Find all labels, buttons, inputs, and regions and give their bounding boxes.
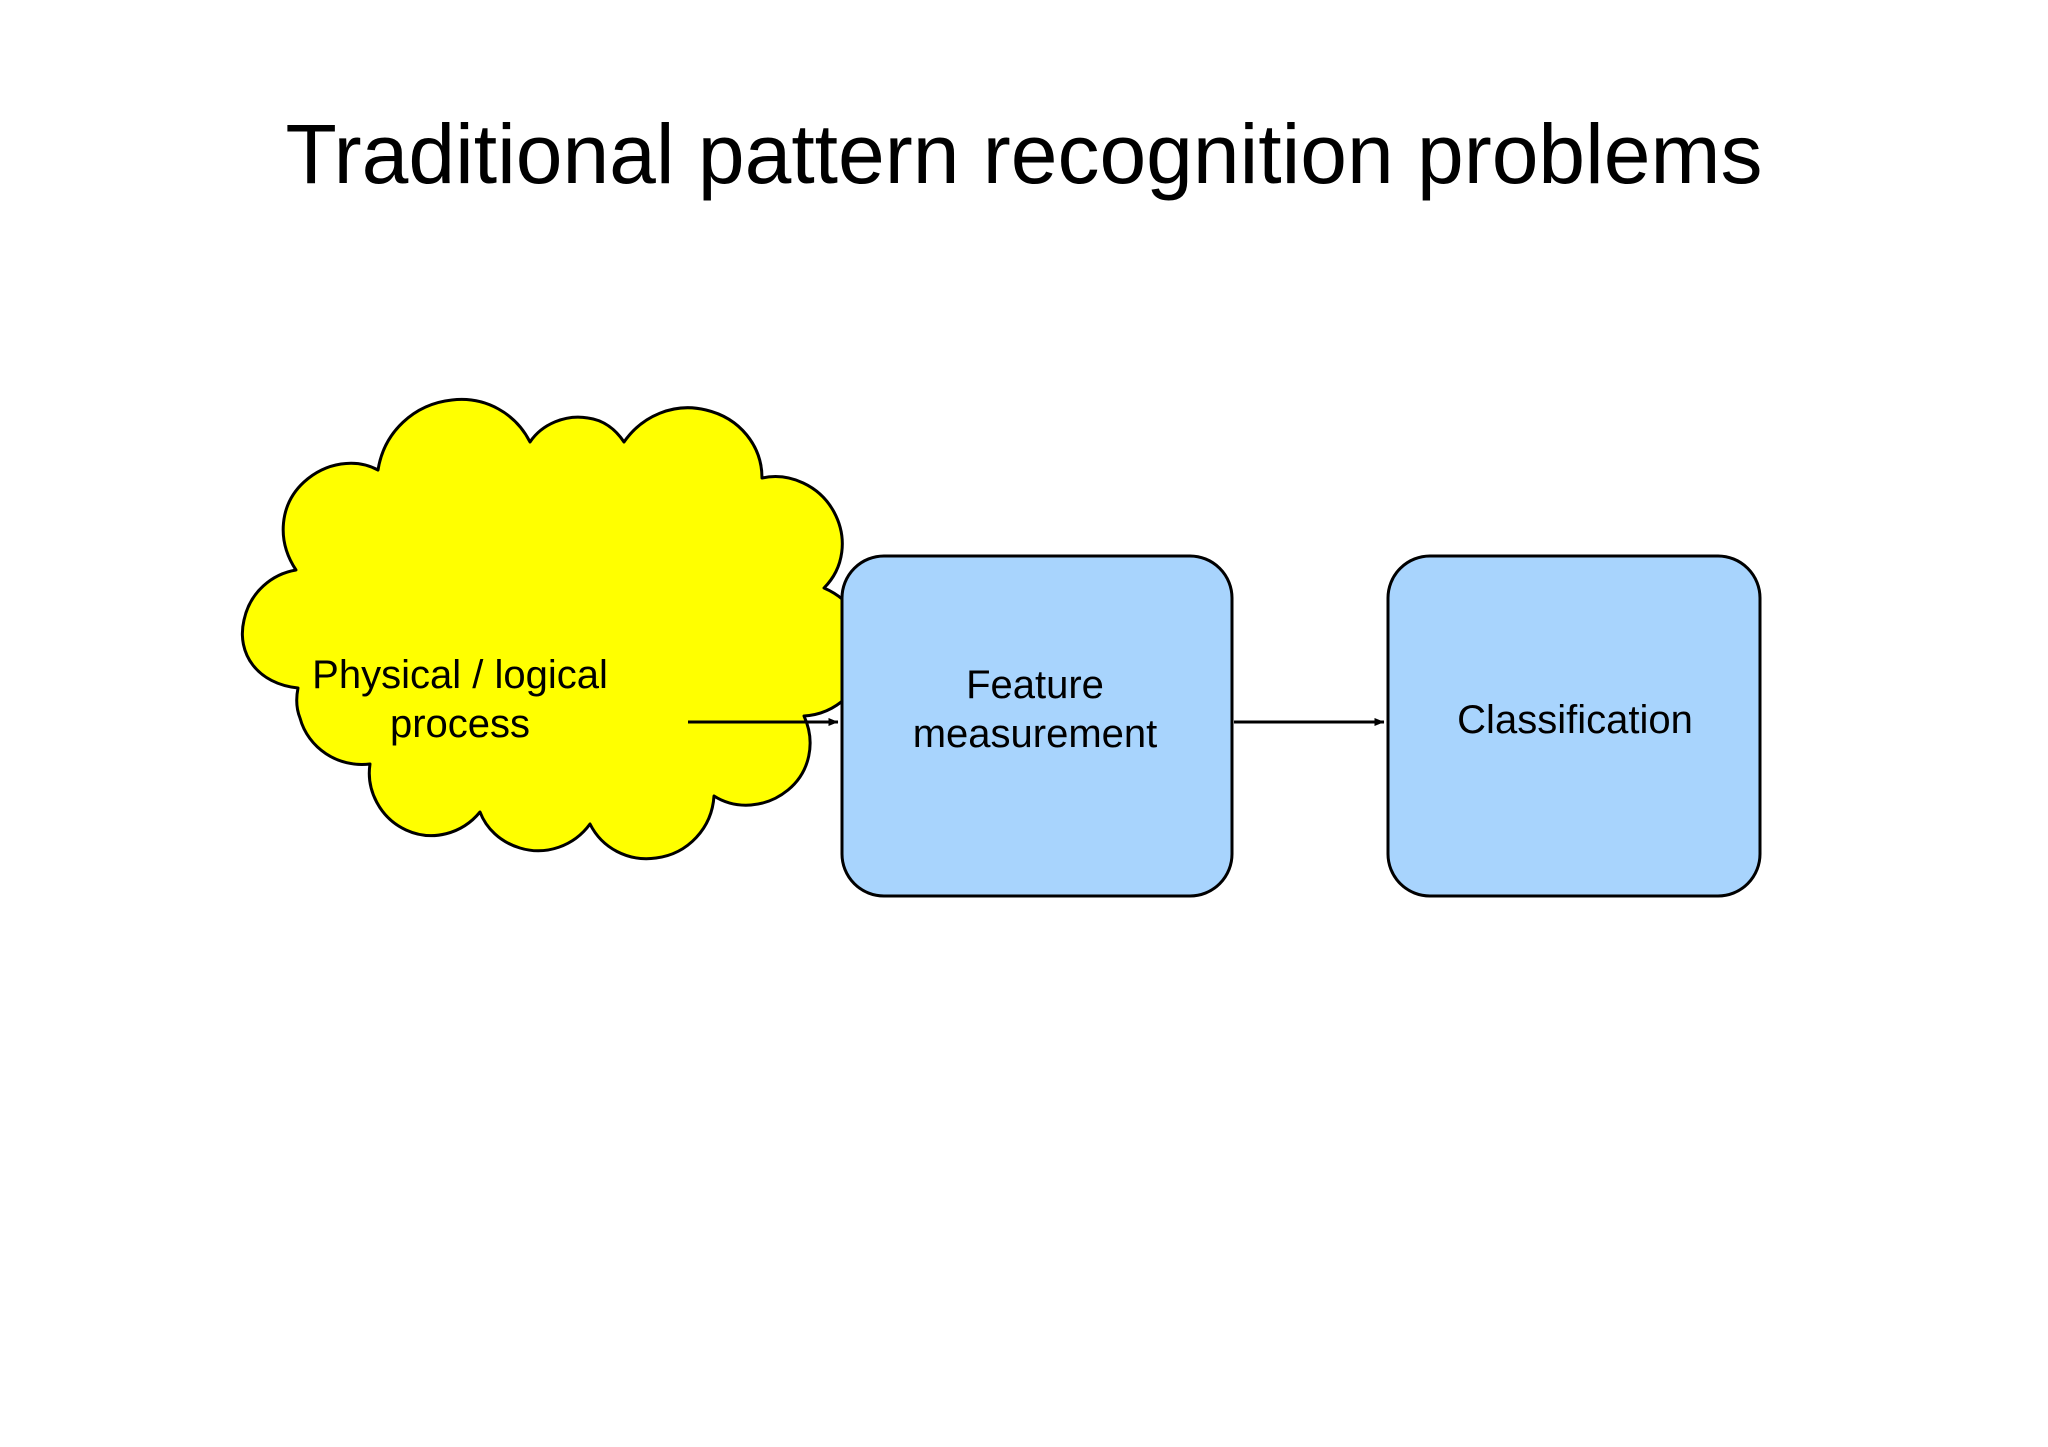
node-label-classification: Classification <box>1390 690 1760 750</box>
node-label-feature: Feature measurement <box>840 650 1230 770</box>
cloud-node-process[interactable] <box>241 397 869 861</box>
page-title: Traditional pattern recognition problems <box>285 107 1763 201</box>
node-label-process: Physical / logical process <box>250 640 670 760</box>
box-node-feature-measurement[interactable] <box>840 554 1234 898</box>
box-node-classification[interactable] <box>1386 554 1762 898</box>
node-label-feature-line2: measurement <box>912 712 1158 756</box>
node-label-process-line1: Physical / logical <box>312 653 608 698</box>
node-label-classification-line1: Classification <box>1457 697 1693 742</box>
node-label-feature-line1: Feature <box>966 663 1104 708</box>
node-label-process-line2: process <box>389 702 531 746</box>
